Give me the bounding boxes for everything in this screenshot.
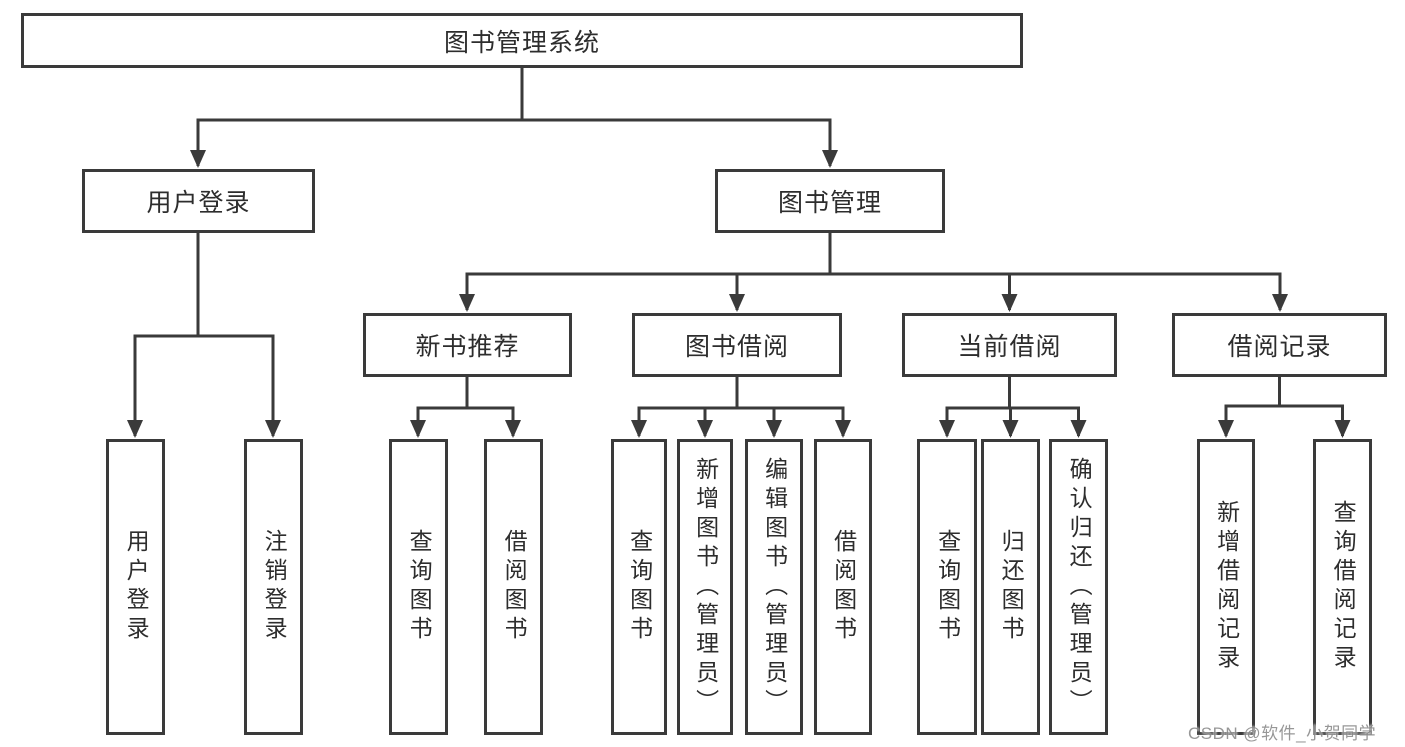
- node-book-borrowing: 图书借阅: [632, 313, 842, 377]
- leaf-borrowing-add-books-admin: 新增图书（管理员）: [677, 439, 733, 735]
- leaf-current-confirm-return-admin: 确认归还（管理员）: [1049, 439, 1108, 735]
- node-book-management-system: 图书管理系统: [21, 13, 1023, 68]
- leaf-borrowing-query-books: 查询图书: [611, 439, 667, 735]
- node-book-management: 图书管理: [715, 169, 945, 233]
- leaf-user-login: 用户登录: [106, 439, 165, 735]
- leaf-current-return-books: 归还图书: [981, 439, 1040, 735]
- csdn-watermark: CSDN @软件_小贺同学: [1188, 724, 1377, 743]
- leaf-recommend-query-books: 查询图书: [389, 439, 448, 735]
- leaf-borrowing-borrow-books: 借阅图书: [814, 439, 872, 735]
- leaf-logout: 注销登录: [244, 439, 303, 735]
- node-borrowing-records: 借阅记录: [1172, 313, 1387, 377]
- node-new-book-recommendation: 新书推荐: [363, 313, 572, 377]
- leaf-current-query-books: 查询图书: [917, 439, 977, 735]
- node-user-login: 用户登录: [82, 169, 315, 233]
- node-current-borrowing: 当前借阅: [902, 313, 1117, 377]
- leaf-records-add-borrow-record: 新增借阅记录: [1197, 439, 1255, 735]
- leaf-recommend-borrow-books: 借阅图书: [484, 439, 543, 735]
- leaf-records-query-borrow-record: 查询借阅记录: [1313, 439, 1372, 735]
- leaf-borrowing-edit-books-admin: 编辑图书（管理员）: [745, 439, 803, 735]
